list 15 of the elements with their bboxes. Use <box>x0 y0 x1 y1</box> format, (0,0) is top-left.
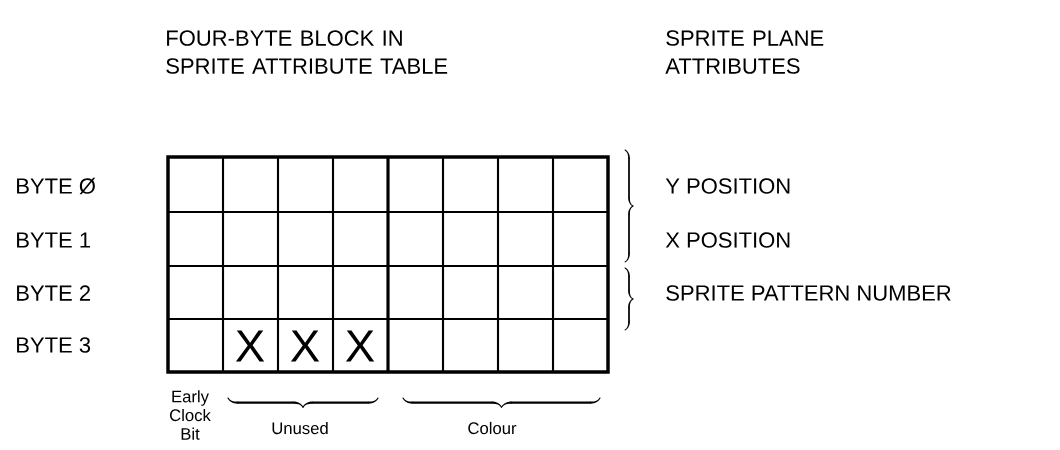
bit-label: Early Clock Bit <box>170 390 211 440</box>
field-label: X POSITION <box>665 232 790 248</box>
row-label: BYTE 2 <box>17 285 90 301</box>
heading: SPRITE PLANE ATTRIBUTES <box>665 30 824 74</box>
heading: FOUR-BYTE BLOCK IN SPRITE ATTRIBUTE TABLE <box>166 30 448 74</box>
cross-mark: X <box>235 330 265 362</box>
row-label: BYTE Ø <box>17 177 96 195</box>
cross-mark: X <box>345 330 375 362</box>
group-label: Unused <box>272 421 328 435</box>
row-label: BYTE 1 <box>17 232 90 248</box>
group-label: Colour <box>468 421 517 435</box>
cross-mark: X <box>290 330 320 362</box>
row-label: BYTE 3 <box>17 337 91 353</box>
field-label: SPRITE PATTERN NUMBER <box>666 285 951 301</box>
field-label: Y POSITION <box>665 178 790 194</box>
